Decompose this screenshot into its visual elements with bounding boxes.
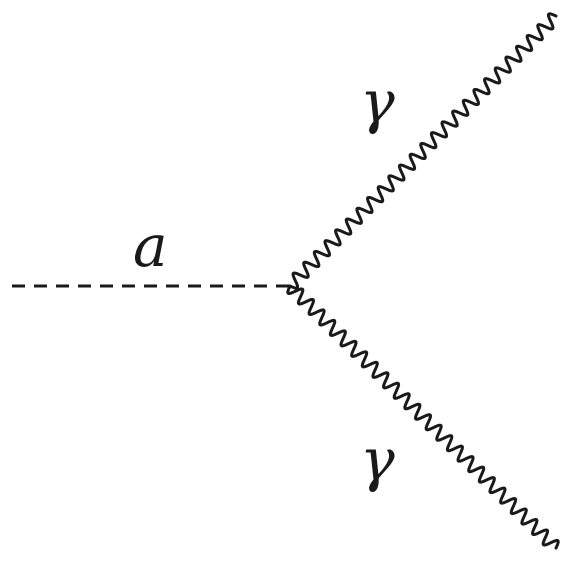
axion-label: a bbox=[133, 212, 168, 280]
photon-label-lower: γ bbox=[360, 426, 395, 494]
photon-line-lower bbox=[286, 284, 560, 550]
photon-label-upper: γ bbox=[360, 68, 395, 136]
photon-line-upper bbox=[288, 12, 558, 290]
